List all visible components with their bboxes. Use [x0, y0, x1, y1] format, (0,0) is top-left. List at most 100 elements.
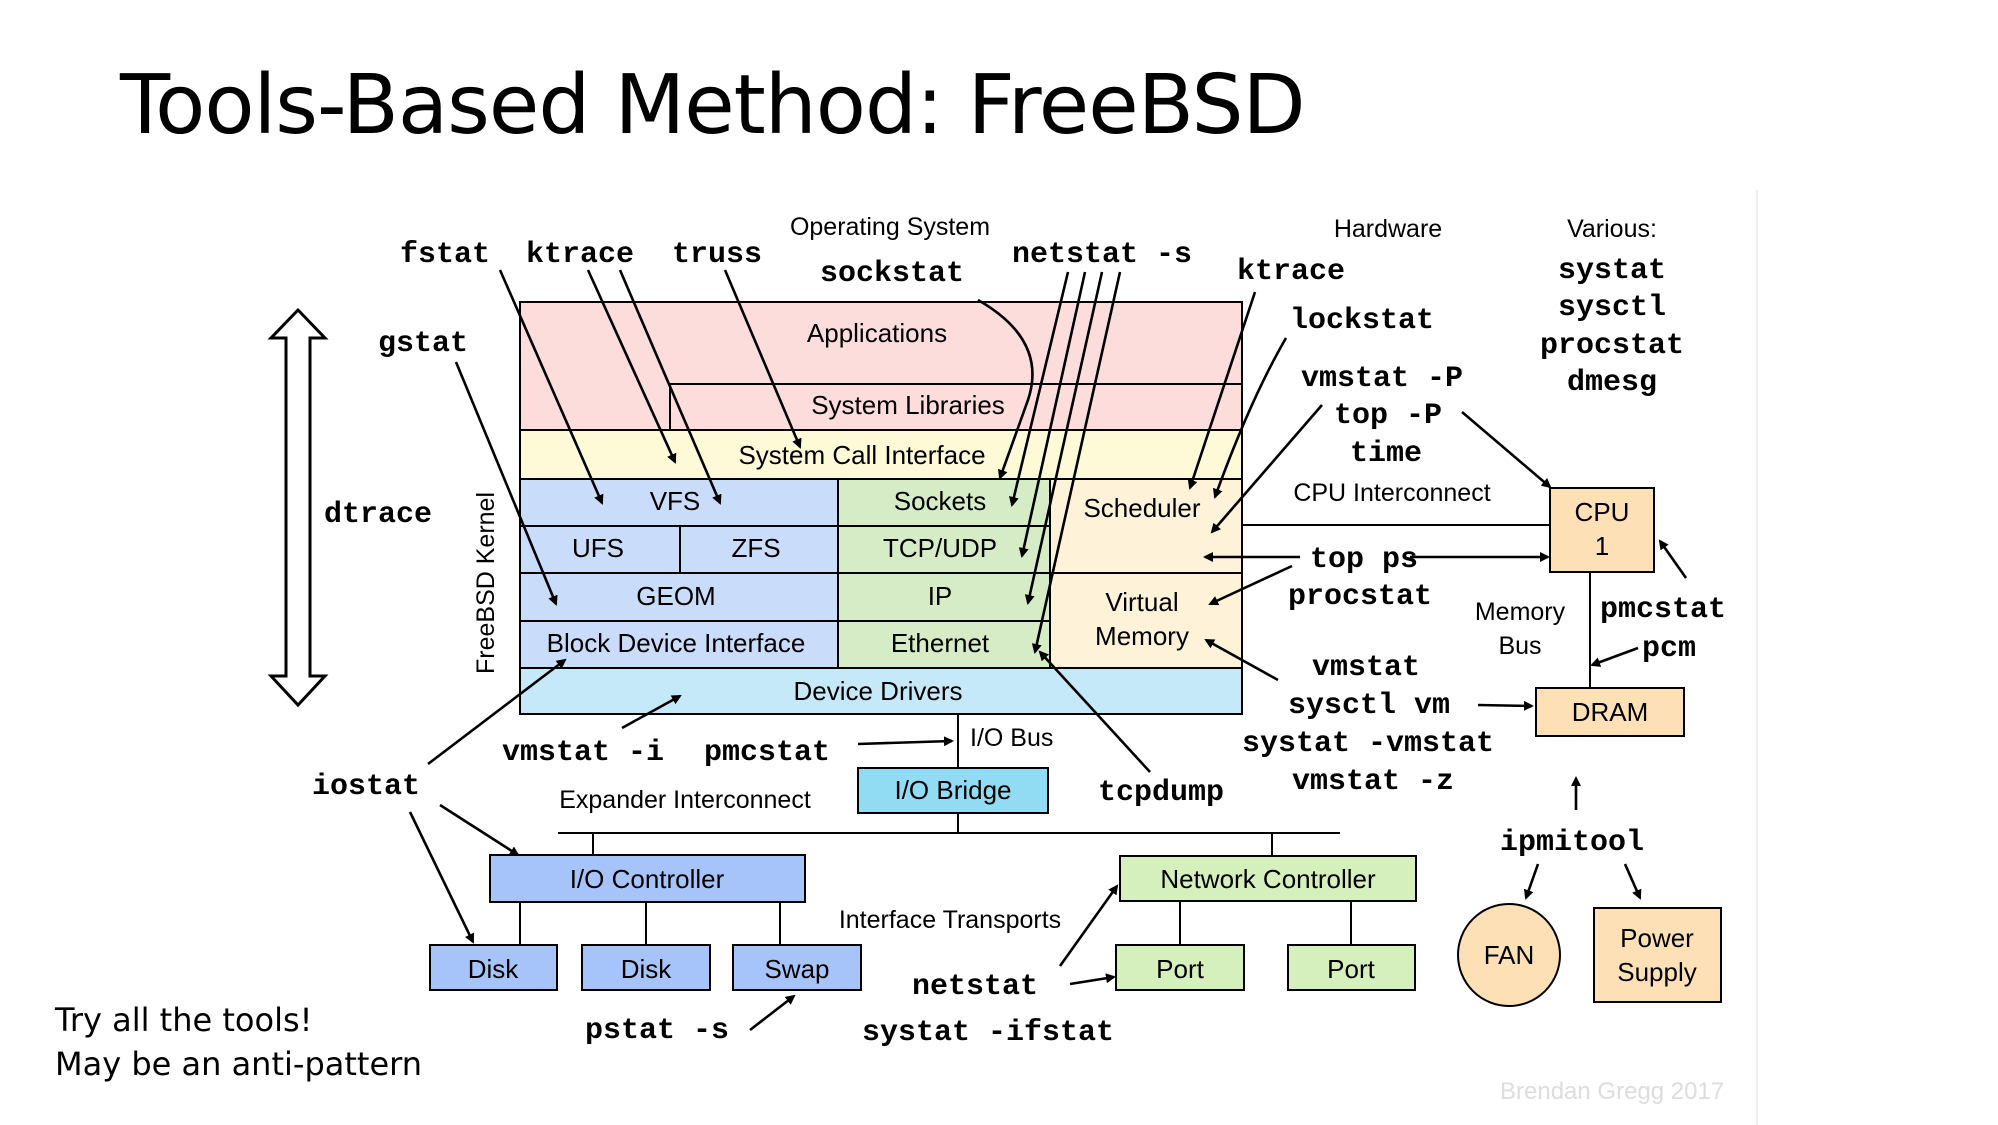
arrow-pmcstat-iobus	[857, 736, 954, 747]
kernel-label: FreeBSD Kernel	[472, 492, 500, 674]
vfs-label: VFS	[650, 486, 701, 516]
system-call-interface-box	[519, 429, 1243, 480]
fan-circle	[1457, 903, 1561, 1007]
arrow-vmstati-drivers	[621, 694, 682, 730]
port-2-label: Port	[1327, 954, 1375, 984]
arrow-iostat-controller	[439, 803, 520, 857]
tool-tcpdump: tcpdump	[1098, 776, 1224, 810]
arrow-netstat-tcp	[1018, 271, 1087, 558]
arrow-topP-scheduler	[1210, 404, 1323, 534]
arrow-netstat-sockets	[1009, 271, 1070, 507]
cpu-box	[1549, 487, 1655, 573]
tool-ktrace-2: ktrace	[1237, 255, 1345, 289]
tool-lockstat: lockstat	[1290, 304, 1434, 338]
cpu-label-2: 1	[1595, 531, 1609, 561]
credit: Brendan Gregg 2017	[1500, 1078, 1725, 1105]
zfs-label: ZFS	[731, 533, 780, 563]
tool-various-3: procstat	[1540, 329, 1684, 363]
tool-pmcstat-1: pmcstat	[1600, 593, 1726, 627]
tcp-udp-label: TCP/UDP	[883, 533, 997, 563]
system-libraries-box	[669, 383, 1243, 431]
tool-sysctl-vm: sysctl vm	[1288, 689, 1450, 723]
ethernet-label: Ethernet	[891, 628, 990, 658]
tool-pstat-s: pstat -s	[585, 1014, 729, 1048]
dtrace-double-arrow	[267, 307, 329, 708]
tool-gstat: gstat	[378, 327, 468, 361]
hardware-label: Hardware	[1334, 215, 1442, 243]
tool-netstat: netstat	[912, 970, 1038, 1004]
arrow-lockstat-scheduler	[1213, 337, 1288, 499]
disk-1-box	[429, 944, 558, 991]
transports-label: Interface Transports	[839, 906, 1061, 934]
arrow-pstat-swap	[749, 994, 796, 1032]
fan-label: FAN	[1484, 940, 1535, 970]
slide-title: Tools-Based Method: FreeBSD	[120, 58, 1306, 153]
ip-label: IP	[928, 581, 953, 611]
tool-time: time	[1350, 437, 1422, 471]
tool-dtrace: dtrace	[324, 498, 432, 532]
geom-box	[519, 572, 839, 622]
arrow-sockstat-sockets	[977, 298, 1034, 480]
disk-2-label: Disk	[621, 954, 673, 984]
tool-ipmitool: ipmitool	[1500, 826, 1644, 860]
io-controller-label: I/O Controller	[570, 864, 725, 894]
arrow-vmstat-vm	[1204, 638, 1279, 682]
system-call-interface-label: System Call Interface	[738, 440, 985, 470]
arrow-fstat-vfs	[498, 269, 604, 505]
divider	[1756, 190, 1758, 1125]
tcp-udp-box	[837, 525, 1051, 574]
virtual-memory-label-1: Virtual	[1105, 587, 1178, 617]
arrow-pmcstat-cpu	[1658, 539, 1688, 579]
tool-fstat: fstat	[400, 238, 490, 272]
power-supply-label-2: Supply	[1617, 957, 1697, 987]
arrow-truss-syscall	[723, 269, 802, 449]
network-controller-box	[1119, 855, 1417, 902]
virtual-memory-box	[1049, 572, 1243, 669]
note-line-1: Try all the tools!	[55, 1001, 313, 1039]
io-bridge-box	[857, 767, 1049, 814]
io-bridge-label: I/O Bridge	[894, 775, 1011, 805]
io-bus-label: I/O Bus	[970, 724, 1053, 752]
memory-bus-label-2: Bus	[1498, 632, 1541, 660]
arrow-netstat-port	[1069, 973, 1116, 986]
ufs-label: UFS	[572, 533, 624, 563]
slide-notes: Try all the tools! May be an anti-patter…	[55, 998, 422, 1086]
device-drivers-box	[519, 667, 1243, 715]
sockets-label: Sockets	[894, 486, 987, 516]
swap-box	[732, 944, 862, 991]
note-line-2: May be an anti-pattern	[55, 1045, 423, 1083]
tool-truss: truss	[672, 238, 762, 272]
port-1-label: Port	[1156, 954, 1204, 984]
tool-systat-ifstat: systat -ifstat	[862, 1016, 1114, 1050]
arrow-gstat-geom	[454, 361, 558, 606]
expander-label: Expander Interconnect	[559, 786, 811, 814]
tool-top-P: top -P	[1334, 399, 1442, 433]
tool-sockstat: sockstat	[820, 257, 964, 291]
tool-pmcstat-2: pmcstat	[704, 736, 830, 770]
power-supply-box	[1593, 907, 1722, 1003]
port-1-box	[1115, 944, 1245, 991]
dram-label: DRAM	[1572, 697, 1649, 727]
tool-various-1: systat	[1558, 254, 1666, 288]
network-controller-label: Network Controller	[1160, 864, 1376, 894]
tool-various-2: sysctl	[1558, 291, 1666, 325]
disk-1-label: Disk	[468, 954, 520, 984]
tool-vmstat: vmstat	[1312, 651, 1420, 685]
various-label: Various:	[1567, 215, 1657, 243]
arrow-iostat-block	[427, 658, 567, 766]
arrow-netstat-ethernet	[1031, 271, 1122, 654]
tool-vmstat-P: vmstat -P	[1301, 362, 1463, 396]
scheduler-label: Scheduler	[1083, 493, 1200, 523]
tool-systat-vmstat: systat -vmstat	[1242, 727, 1494, 761]
arrow-netstat-netctrl	[1058, 884, 1119, 967]
arrow-ipmitool-fan	[1523, 863, 1540, 900]
applications-label: Applications	[807, 318, 947, 348]
power-supply-label-1: Power	[1620, 923, 1694, 953]
tool-procstat: procstat	[1288, 580, 1432, 614]
tool-ktrace-1: ktrace	[526, 238, 634, 272]
geom-label: GEOM	[636, 581, 715, 611]
zfs-box	[679, 525, 839, 574]
tool-pcm: pcm	[1642, 632, 1696, 666]
